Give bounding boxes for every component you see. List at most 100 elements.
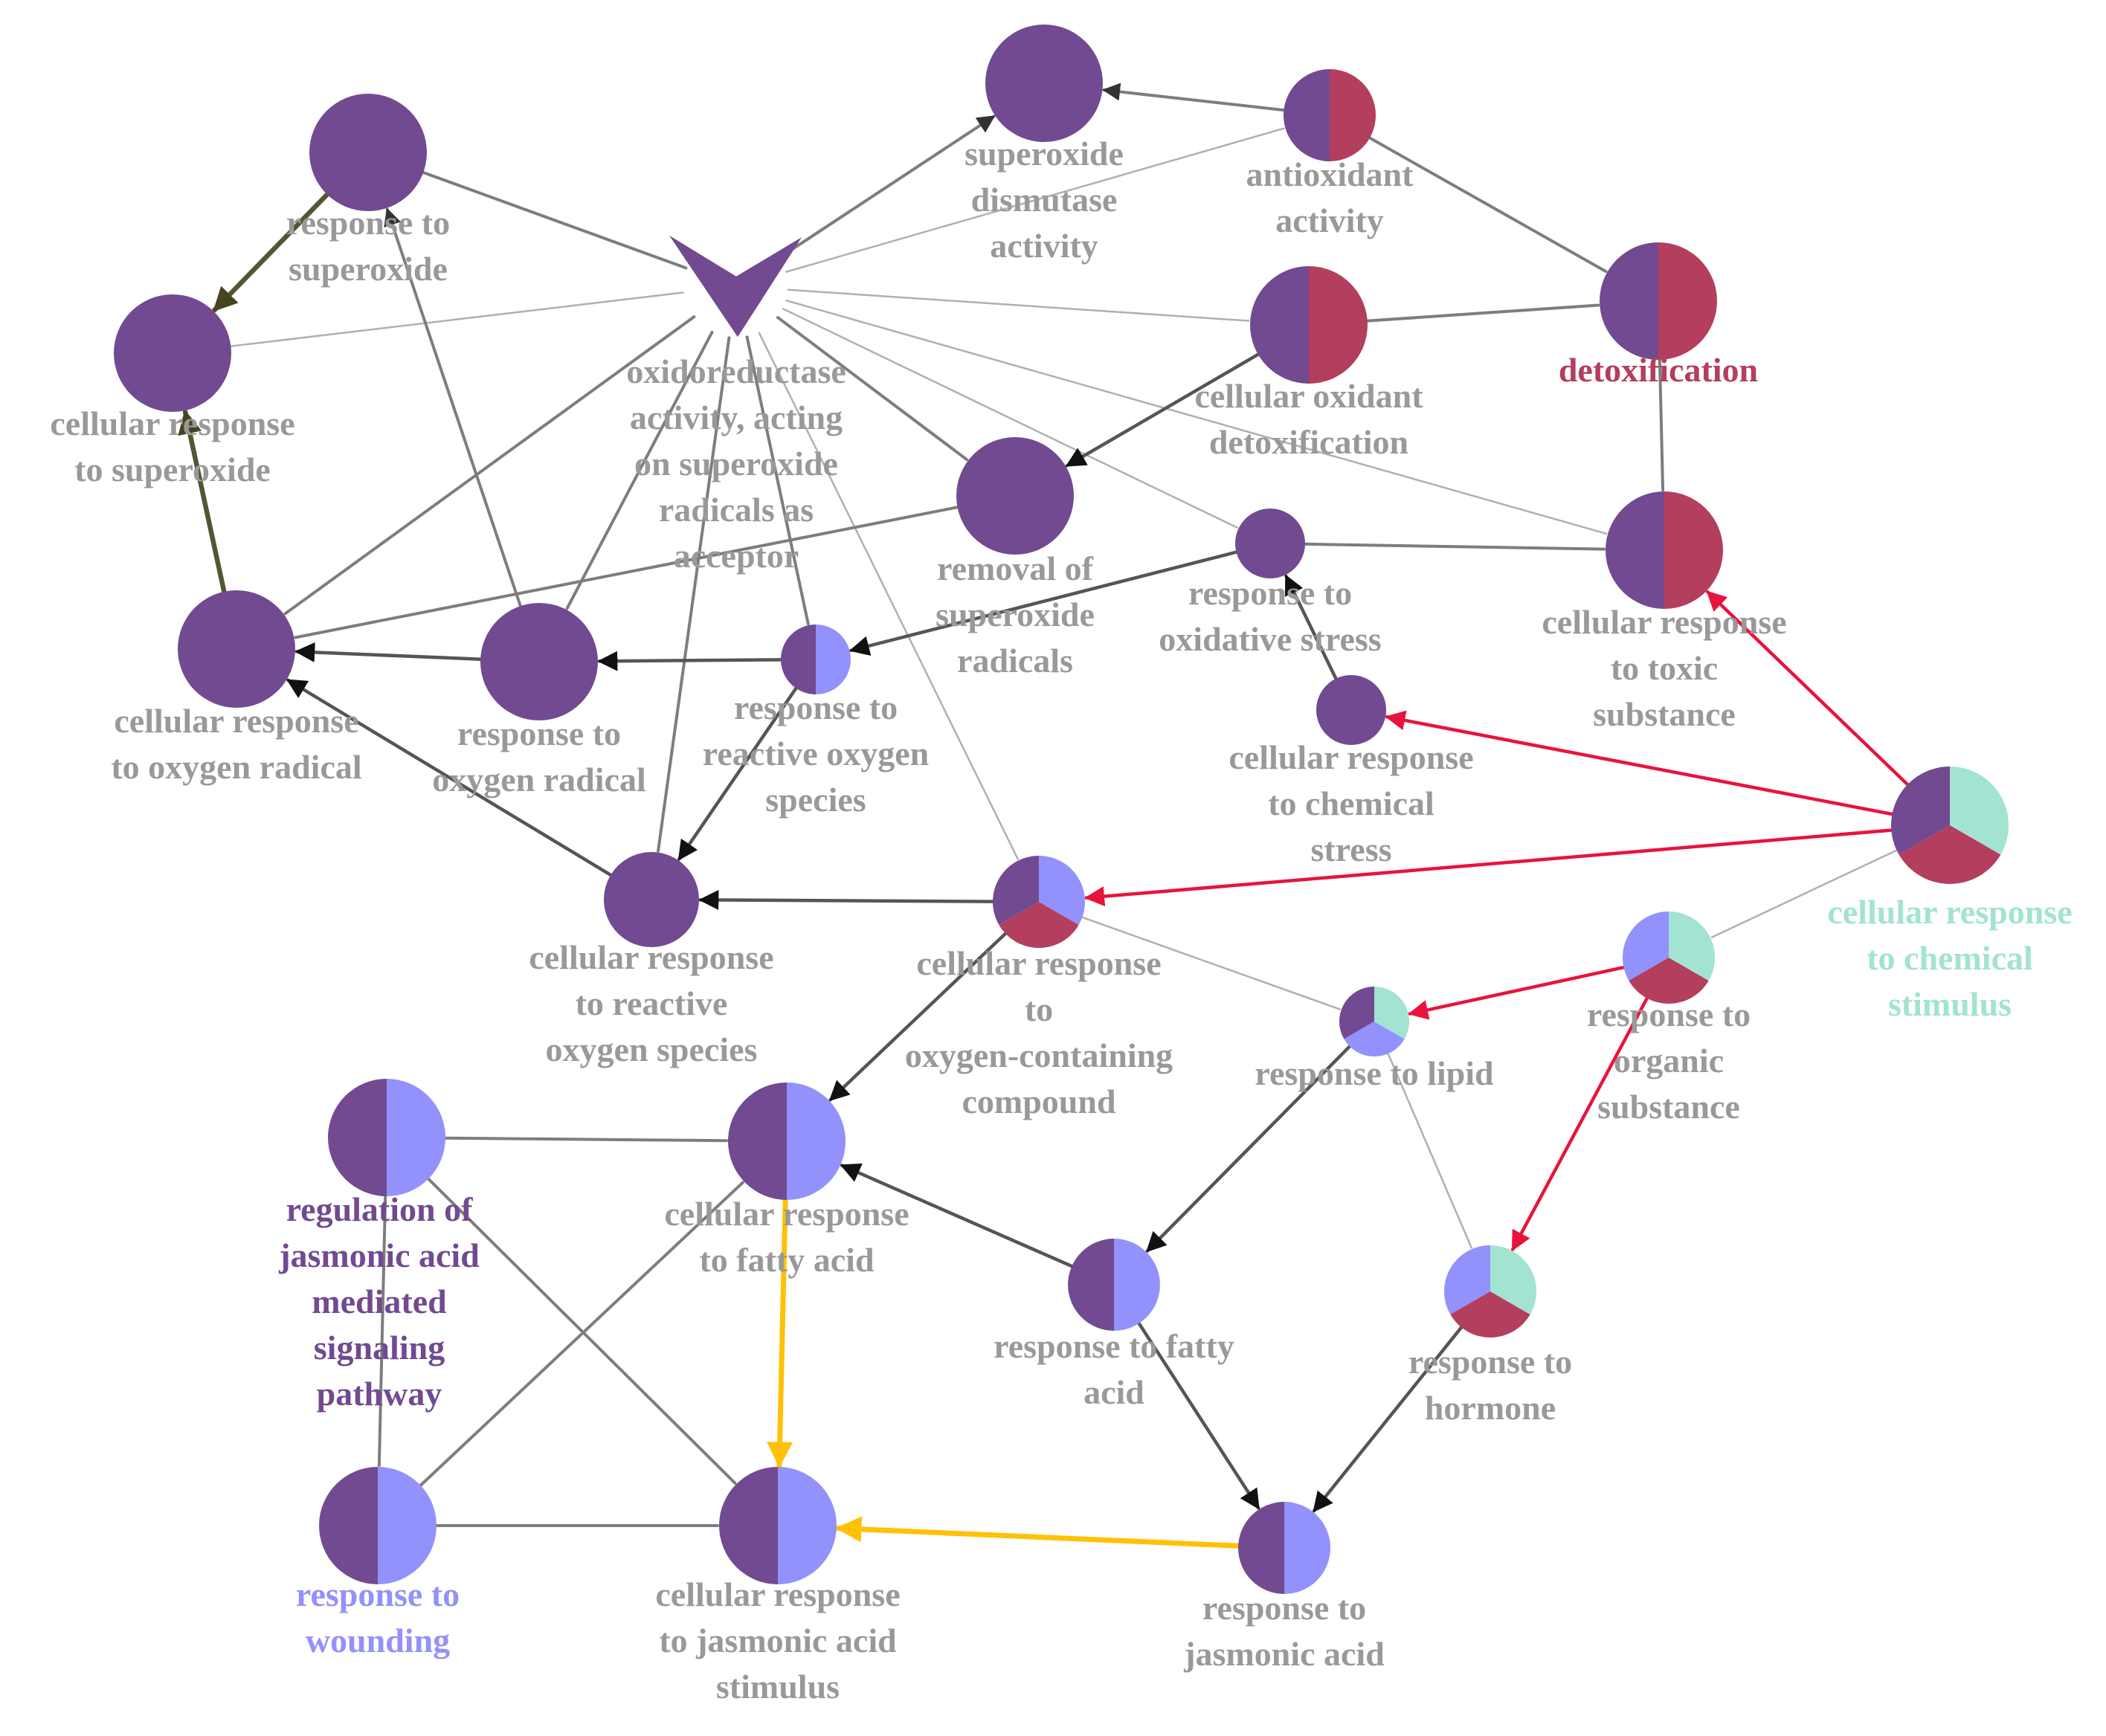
label-line: oxygen radical	[432, 761, 645, 798]
node-cellular-response-to-chemical-stress[interactable]	[1316, 675, 1386, 745]
node-cellular-response-to-toxic-substance[interactable]	[1606, 491, 1723, 609]
label-response-to-oxidative-stress: response to oxidative stress	[1159, 574, 1381, 658]
label-line: wounding	[306, 1622, 450, 1659]
node-cellular-oxidant-detoxification[interactable]	[1250, 266, 1368, 384]
node-slice	[1284, 1502, 1330, 1594]
label-line: cellular response	[655, 1575, 900, 1613]
label-line: antioxidant	[1246, 155, 1414, 193]
edge-detoxification-to-cellular-response-to-toxic-substance	[1658, 358, 1665, 492]
edge-response-to-oxygen-radical-to-response-to-superoxide	[384, 207, 522, 608]
label-line: stimulus	[1888, 985, 2012, 1023]
label-line: to fatty acid	[699, 1241, 874, 1279]
node-slice	[1309, 266, 1368, 384]
label-line: response to	[457, 714, 621, 752]
label-line: regulation of	[286, 1190, 474, 1228]
node-response-to-jasmonic-acid[interactable]	[1238, 1502, 1330, 1594]
edge-cellular-response-to-oxygen-containing-compound-to-response-to-lipid	[1081, 916, 1342, 1010]
label-line: cellular response	[1228, 738, 1473, 776]
node-slice	[985, 25, 1103, 142]
node-cellular-response-to-superoxide[interactable]	[114, 294, 231, 412]
node-slice	[781, 625, 816, 694]
node-slice	[956, 437, 1074, 555]
edge-oxidoreductase-activity-to-cellular-response-to-toxic-substance	[785, 299, 1608, 535]
node-slice	[114, 294, 231, 412]
node-response-to-fatty-acid[interactable]	[1068, 1239, 1160, 1331]
edge-oxidoreductase-activity-to-cellular-response-to-reactive-oxygen-species	[657, 336, 731, 853]
node-response-to-oxidative-stress[interactable]	[1235, 509, 1305, 578]
node-slice	[1658, 242, 1717, 360]
edge-cellular-response-to-chemical-stress-to-response-to-oxidative-stress	[1284, 574, 1338, 680]
label-line: response to	[1587, 996, 1751, 1033]
label-line: to chemical	[1268, 784, 1434, 822]
node-slice	[1114, 1239, 1160, 1331]
node-slice	[1344, 1022, 1405, 1056]
edge-layer	[178, 83, 1910, 1549]
edge-response-to-organic-substance-to-response-to-lipid	[1408, 965, 1626, 1020]
edge-regulation-of-jasmonic-acid-mediated-signaling-pathway-to-cellular-response-to-jasmonic-acid-stimulus	[427, 1177, 737, 1485]
edge-cellular-response-to-oxygen-containing-compound-to-cellular-response-to-reactive-oxygen-species	[698, 890, 995, 911]
node-antioxidant-activity[interactable]	[1284, 69, 1376, 161]
label-line: to	[1025, 990, 1053, 1028]
node-cellular-response-to-oxygen-radical[interactable]	[178, 590, 295, 708]
node-slice	[787, 1082, 846, 1200]
node-response-to-superoxide[interactable]	[309, 94, 427, 211]
label-line: species	[765, 781, 866, 819]
label-line: oxidative stress	[1159, 620, 1381, 658]
label-line: to oxygen radical	[111, 748, 361, 786]
edge-cellular-response-to-oxygen-containing-compound-to-cellular-response-to-fatty-acid	[828, 932, 1008, 1102]
node-layer	[114, 25, 2009, 1594]
edge-cellular-response-to-oxygen-radical-to-cellular-response-to-superoxide	[178, 409, 227, 595]
node-response-to-reactive-oxygen-species[interactable]	[781, 625, 851, 694]
edge-antioxidant-activity-to-detoxification	[1368, 136, 1608, 274]
node-response-to-oxygen-radical[interactable]	[480, 603, 598, 720]
edge-oxidoreductase-activity-to-cellular-response-to-oxygen-radical	[283, 315, 696, 616]
edge-antioxidant-activity-to-superoxide-dismutase-activity	[1102, 83, 1286, 112]
node-cellular-response-to-reactive-oxygen-species[interactable]	[604, 852, 699, 947]
node-slice	[728, 1082, 787, 1200]
label-line: compound	[962, 1082, 1115, 1120]
edge-response-to-organic-substance-to-response-to-hormone	[1510, 996, 1649, 1251]
node-oxidoreductase-activity[interactable]	[669, 235, 802, 338]
node-cellular-response-to-fatty-acid[interactable]	[728, 1082, 846, 1200]
node-removal-of-superoxide-radicals[interactable]	[956, 437, 1074, 555]
edge-response-to-oxidative-stress-to-response-to-reactive-oxygen-species	[848, 550, 1238, 656]
label-detoxification: detoxification	[1559, 351, 1758, 389]
node-response-to-wounding[interactable]	[319, 1467, 437, 1584]
node-slice	[1039, 856, 1086, 925]
node-response-to-organic-substance[interactable]	[1623, 911, 1716, 1004]
node-cellular-response-to-chemical-stimulus[interactable]	[1891, 767, 2009, 885]
edge-oxidoreductase-activity-to-response-to-reactive-oxygen-species	[745, 335, 810, 626]
edge-oxidoreductase-activity-to-removal-of-superoxide-radicals	[776, 316, 969, 462]
edge-response-to-oxygen-radical-to-cellular-response-to-oxygen-radical	[294, 642, 483, 662]
node-regulation-of-jasmonic-acid-mediated-signaling-pathway[interactable]	[328, 1079, 445, 1196]
edge-response-to-jasmonic-acid-to-cellular-response-to-jasmonic-acid-stimulus	[835, 1516, 1241, 1549]
node-cellular-response-to-oxygen-containing-compound[interactable]	[992, 856, 1086, 948]
node-slice	[328, 1079, 387, 1196]
node-response-to-lipid[interactable]	[1339, 987, 1410, 1056]
label-line: response to	[1188, 574, 1352, 612]
label-line: response to	[296, 1575, 460, 1613]
edge-cellular-oxidant-detoxification-to-detoxification	[1365, 303, 1600, 323]
node-detoxification[interactable]	[1600, 242, 1717, 360]
node-superoxide-dismutase-activity[interactable]	[985, 25, 1103, 142]
node-response-to-hormone[interactable]	[1443, 1245, 1536, 1338]
label-response-to-wounding: response to wounding	[296, 1575, 460, 1659]
node-slice	[1490, 1245, 1536, 1314]
edge-oxidoreductase-activity-to-antioxidant-activity	[785, 127, 1285, 273]
node-cellular-response-to-jasmonic-acid-stimulus[interactable]	[719, 1467, 837, 1584]
edge-response-to-oxidative-stress-to-cellular-response-to-toxic-substance	[1303, 542, 1606, 551]
label-line: hormone	[1425, 1389, 1556, 1427]
